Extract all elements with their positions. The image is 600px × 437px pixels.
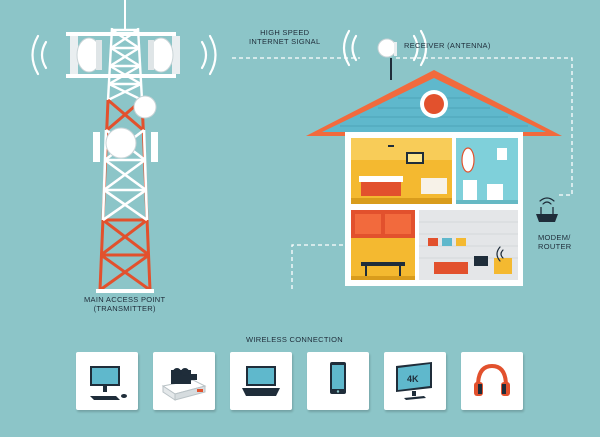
modem-router <box>496 197 558 262</box>
house-to-devices-line <box>291 244 345 289</box>
modem-label-line1: MODEM/ <box>538 233 571 242</box>
transmitter-tower <box>66 0 180 293</box>
device-card-headphones <box>461 352 523 410</box>
headphones-icon <box>474 363 510 396</box>
desktop-computer-icon <box>90 366 127 400</box>
connection-lines <box>232 57 573 289</box>
access-point-label: MAIN ACCESS POINT (TRANSMITTER) <box>84 295 165 313</box>
modem-label: MODEM/ ROUTER <box>538 233 571 251</box>
receiver-label-text: RECEIVER (ANTENNA) <box>404 41 491 50</box>
wireless-connection-label-text: WIRELESS CONNECTION <box>246 335 343 344</box>
internet-signal-label-line2: INTERNET SIGNAL <box>249 37 321 46</box>
tower-signal-waves <box>31 34 217 76</box>
tower-antenna-panels <box>66 32 180 78</box>
device-row: 4K <box>76 352 526 412</box>
device-card-smartphone <box>307 352 369 410</box>
device-card-projector <box>153 352 215 410</box>
receiver-label: RECEIVER (ANTENNA) <box>404 41 491 50</box>
receiver-antenna <box>342 29 428 80</box>
device-card-laptop <box>230 352 292 410</box>
projector-camera-icon <box>161 368 207 401</box>
receiver-to-modem-line <box>396 57 573 196</box>
access-point-label-line2: (TRANSMITTER) <box>93 304 156 313</box>
tv-4k-icon: 4K <box>396 362 432 400</box>
internet-signal-label-line1: HIGH SPEED <box>260 28 310 37</box>
device-card-desktop <box>76 352 138 410</box>
laptop-icon <box>242 366 280 396</box>
device-card-tv: 4K <box>384 352 446 410</box>
internet-signal-label: HIGH SPEED INTERNET SIGNAL <box>249 28 320 46</box>
wireless-connection-label: WIRELESS CONNECTION <box>246 335 343 344</box>
house <box>306 70 562 286</box>
modem-label-line2: ROUTER <box>538 242 572 251</box>
access-point-label-line1: MAIN ACCESS POINT <box>84 295 166 304</box>
tv-4k-badge: 4K <box>407 374 419 384</box>
smartphone-icon <box>330 362 346 394</box>
